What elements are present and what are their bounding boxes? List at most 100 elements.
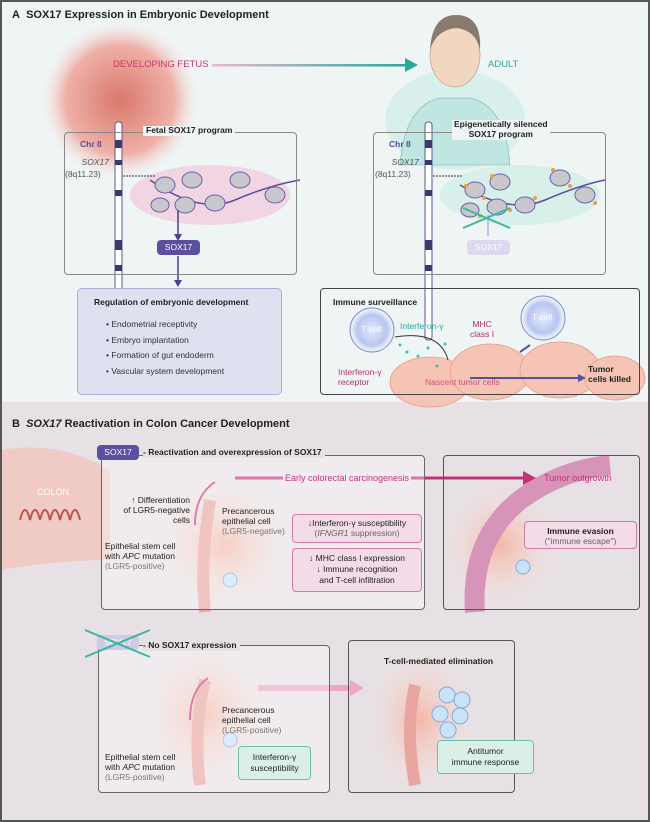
fetus-illustration — [42, 22, 198, 178]
fetus-label: DEVELOPING FETUS — [113, 59, 209, 70]
gene: IFNGR1 — [317, 528, 349, 539]
colon-illustration — [0, 447, 110, 570]
panel-letter: A — [12, 9, 20, 21]
line: Interferon-γ — [252, 752, 297, 762]
line: cells — [172, 514, 190, 525]
line: epithelial cell — [222, 714, 271, 725]
item-text: Formation of gut endoderm — [111, 350, 214, 360]
interferon-dots — [398, 342, 447, 368]
t-cell-label: T cell — [361, 324, 382, 334]
chr-label: Chr 8 — [389, 139, 411, 149]
tumor-cells-illustration — [389, 341, 646, 408]
panel-letter: B — [12, 418, 20, 430]
item-text: Embryo implantation — [111, 334, 189, 345]
panel-title: SOX17 Expression in Embryonic Developmen… — [26, 9, 269, 21]
line: Epithelial stem cell — [105, 752, 176, 762]
line: mutation — [139, 550, 175, 561]
elimination-box — [348, 640, 515, 793]
line: ↓ Immune recognition — [316, 564, 398, 575]
locus-label: (8q11.23) — [375, 169, 411, 179]
immune-evasion-box: Immune evasion("immune escape") — [524, 521, 637, 549]
line: receptor — [338, 376, 370, 387]
regulation-title: Regulation of embryonic development — [94, 297, 249, 307]
title-gene: SOX17 — [26, 418, 62, 430]
sox17-protein-silenced: SOX17 — [467, 240, 510, 255]
tumor-box — [443, 455, 640, 610]
line: Tumor — [588, 364, 614, 374]
line: Precancerous — [222, 506, 275, 516]
reactivation-heading: - Reactivation and overexpression of SOX… — [143, 447, 325, 458]
fetal-program-title: Fetal SOX17 program — [143, 125, 236, 136]
gene-label: SOX17 — [391, 157, 419, 167]
line: ↑ Differentiation — [131, 495, 190, 505]
item-text: Vascular system development — [111, 365, 225, 376]
line: mutation — [139, 761, 175, 772]
paren: ( — [314, 528, 318, 539]
nascent-label: Nascent tumor cells — [425, 377, 500, 387]
gene: APC — [122, 761, 140, 772]
line: Precancerous — [222, 705, 275, 715]
t-cell-label: T cell — [532, 312, 553, 322]
regulation-item: • Endometrial receptivity — [106, 319, 198, 329]
ifn-susceptibility-down-box: ↓Interferon-γ susceptibility(IFNGR1 supp… — [292, 514, 422, 543]
locus-label: (8q11.23) — [65, 169, 101, 179]
sox17-badge: SOX17 — [97, 445, 139, 460]
tumor-outgrowth-label: Tumor outgrowth — [544, 473, 612, 483]
line: Antitumor — [467, 746, 504, 756]
line: Interferon-γ — [338, 367, 382, 377]
regulation-item: • Formation of gut endoderm — [106, 350, 214, 360]
colon-label: COLON — [37, 487, 70, 497]
line: with — [105, 761, 123, 772]
t-cell-1 — [349, 307, 395, 353]
line: and T-cell infiltration — [319, 575, 395, 586]
line: ↓Interferon-γ susceptibility — [307, 518, 407, 528]
line: suppression) — [348, 528, 400, 539]
line: cells killed — [588, 373, 631, 384]
title-rest: Reactivation in Colon Cancer Development — [61, 418, 290, 430]
title-line: Epigenetically silenced — [454, 119, 548, 129]
blocked-x-icon — [462, 207, 511, 229]
line: (LGR5-negative) — [222, 525, 285, 536]
immune-surveillance-box — [320, 288, 640, 395]
t-cell-cluster — [431, 686, 471, 739]
line: ↓ MHC class I expression — [309, 553, 405, 563]
line: epithelial cell — [222, 515, 271, 526]
elimination-title: T-cell-mediated elimination — [384, 656, 494, 666]
development-arrow — [212, 64, 407, 67]
immune-title: Immune surveillance — [333, 297, 418, 307]
line: immune response — [451, 757, 520, 768]
gene-label: SOX17 — [81, 157, 109, 167]
line: (LGR5-positive) — [105, 560, 165, 571]
mhc-down-box: ↓ MHC class I expression↓ Immune recogni… — [292, 548, 422, 592]
line: MHC — [472, 319, 492, 329]
line: with — [105, 550, 123, 561]
crypt-top-left — [155, 475, 295, 615]
line: ("immune escape") — [544, 536, 617, 547]
chr-label: Chr 8 — [80, 139, 102, 149]
silenced-chromatin — [440, 165, 606, 225]
title-line: SOX17 program — [468, 128, 533, 139]
sox17-protein: SOX17 — [157, 240, 200, 255]
sox17-badge-silenced: SOX17 — [97, 635, 139, 650]
regulation-box: Regulation of embryonic development • En… — [77, 288, 282, 395]
carcinogenesis-label: Early colorectal carcinogenesis — [283, 473, 412, 484]
active-chromatin — [130, 165, 301, 225]
item-text: Endometrial receptivity — [111, 319, 198, 329]
line: (LGR5-positive) — [105, 771, 165, 782]
line: class I — [470, 328, 495, 339]
line: (LGR5-positive) — [222, 724, 282, 735]
interferon-label: Interferon-γ — [400, 321, 444, 331]
adult-label: ADULT — [488, 59, 519, 70]
